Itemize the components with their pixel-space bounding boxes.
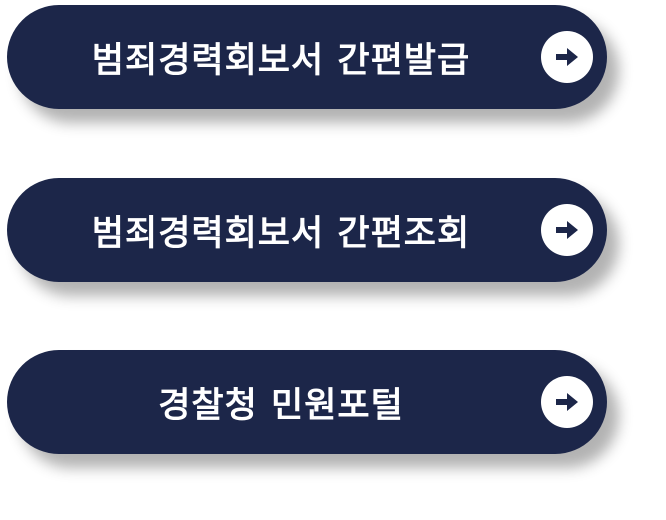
arrow-right-circle-icon (541, 31, 593, 83)
arrow-right-circle-icon (541, 204, 593, 256)
police-civil-portal-label: 경찰청 민원포털 (158, 385, 404, 426)
criminal-record-lookup-label: 범죄경력회보서 간편조회 (91, 213, 471, 254)
criminal-record-issue-button[interactable]: 범죄경력회보서 간편발급 (7, 5, 607, 109)
arrow-right-circle-icon (541, 376, 593, 428)
criminal-record-issue-label: 범죄경력회보서 간편발급 (91, 40, 471, 81)
police-civil-portal-button[interactable]: 경찰청 민원포털 (7, 350, 607, 454)
criminal-record-lookup-button[interactable]: 범죄경력회보서 간편조회 (7, 178, 607, 282)
